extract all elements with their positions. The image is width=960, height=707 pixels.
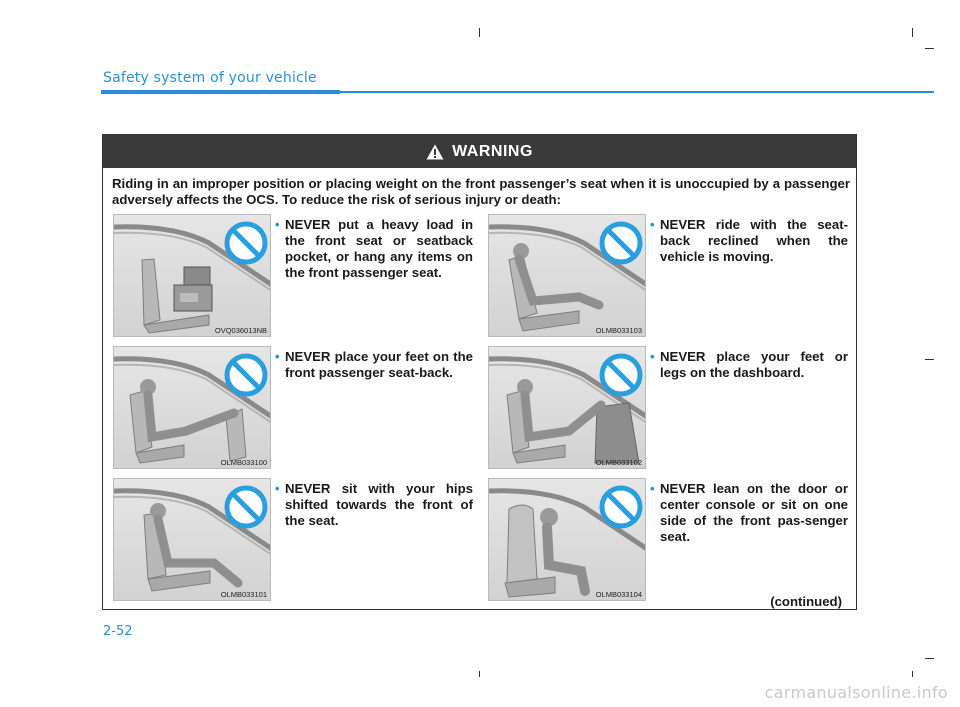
prohibition-sign-icon bbox=[599, 353, 643, 397]
prohibition-sign-icon bbox=[224, 221, 268, 265]
warning-item: • NEVER place your feet or legs on the d… bbox=[650, 349, 848, 381]
bullet-icon: • bbox=[650, 481, 655, 496]
page-number: 2-52 bbox=[103, 624, 133, 639]
figure-reclined-seat: OLMB033103 bbox=[488, 214, 646, 337]
crop-mark bbox=[925, 48, 934, 49]
feet-on-seatback-illustration bbox=[114, 356, 270, 464]
figure-hips-shifted: OLMB033101 bbox=[113, 478, 271, 601]
warning-intro: Riding in an improper position or placin… bbox=[112, 176, 850, 207]
warning-item-text: NEVER put a heavy load in the front seat… bbox=[285, 217, 473, 280]
leaning-on-door-illustration bbox=[489, 488, 645, 598]
heavy-load-illustration bbox=[114, 224, 270, 334]
bullet-icon: • bbox=[650, 217, 655, 232]
crop-mark bbox=[479, 671, 480, 677]
section-title: Safety system of your vehicle bbox=[103, 70, 317, 86]
bullet-icon: • bbox=[275, 217, 280, 232]
bullet-icon: • bbox=[275, 349, 280, 364]
crop-mark bbox=[925, 359, 934, 360]
crop-mark bbox=[912, 28, 913, 37]
figure-feet-on-seatback: OLMB033100 bbox=[113, 346, 271, 469]
header-rule-thick bbox=[101, 90, 340, 94]
continued-note: (continued) bbox=[770, 594, 842, 609]
prohibition-sign-icon bbox=[224, 485, 268, 529]
warning-item-text: NEVER place your feet on the front passe… bbox=[285, 349, 473, 380]
warning-item-text: NEVER lean on the door or center console… bbox=[660, 481, 848, 544]
figure-code: OVQ036013NB bbox=[214, 326, 267, 335]
warning-title: WARNING bbox=[452, 142, 533, 160]
crop-mark bbox=[925, 658, 934, 659]
figure-feet-on-dashboard: OLMB033102 bbox=[488, 346, 646, 469]
crop-mark bbox=[912, 671, 913, 677]
reclined-seat-illustration bbox=[489, 224, 645, 332]
bullet-icon: • bbox=[650, 349, 655, 364]
warning-item: • NEVER sit with your hips shifted towar… bbox=[275, 481, 473, 529]
warning-item: • NEVER lean on the door or center conso… bbox=[650, 481, 848, 545]
warning-item-text: NEVER place your feet or legs on the das… bbox=[660, 349, 848, 380]
prohibition-sign-icon bbox=[599, 221, 643, 265]
warning-item-text: NEVER ride with the seat-back reclined w… bbox=[660, 217, 848, 264]
warning-item-text: NEVER sit with your hips shifted towards… bbox=[285, 481, 473, 528]
header-rule-thin bbox=[340, 91, 934, 93]
figure-code: OLMB033100 bbox=[220, 458, 267, 467]
figure-leaning-on-door: OLMB033104 bbox=[488, 478, 646, 601]
crop-mark bbox=[479, 28, 480, 37]
warning-item: • NEVER ride with the seat-back reclined… bbox=[650, 217, 848, 265]
figure-code: OLMB033102 bbox=[595, 458, 642, 467]
figure-code: OLMB033103 bbox=[595, 326, 642, 335]
hips-shifted-illustration bbox=[114, 488, 270, 592]
warning-header: WARNING bbox=[103, 135, 856, 168]
feet-on-dashboard-illustration bbox=[489, 356, 645, 464]
warning-item: • NEVER put a heavy load in the front se… bbox=[275, 217, 473, 281]
figure-code: OLMB033104 bbox=[595, 590, 642, 599]
figure-heavy-load: OVQ036013NB bbox=[113, 214, 271, 337]
warning-box: WARNING Riding in an improper position o… bbox=[102, 134, 857, 610]
prohibition-sign-icon bbox=[224, 353, 268, 397]
figure-code: OLMB033101 bbox=[220, 590, 267, 599]
watermark: carmanualsonline.info bbox=[764, 683, 948, 702]
warning-triangle-icon bbox=[426, 144, 444, 159]
bullet-icon: • bbox=[275, 481, 280, 496]
warning-item: • NEVER place your feet on the front pas… bbox=[275, 349, 473, 381]
prohibition-sign-icon bbox=[599, 485, 643, 529]
